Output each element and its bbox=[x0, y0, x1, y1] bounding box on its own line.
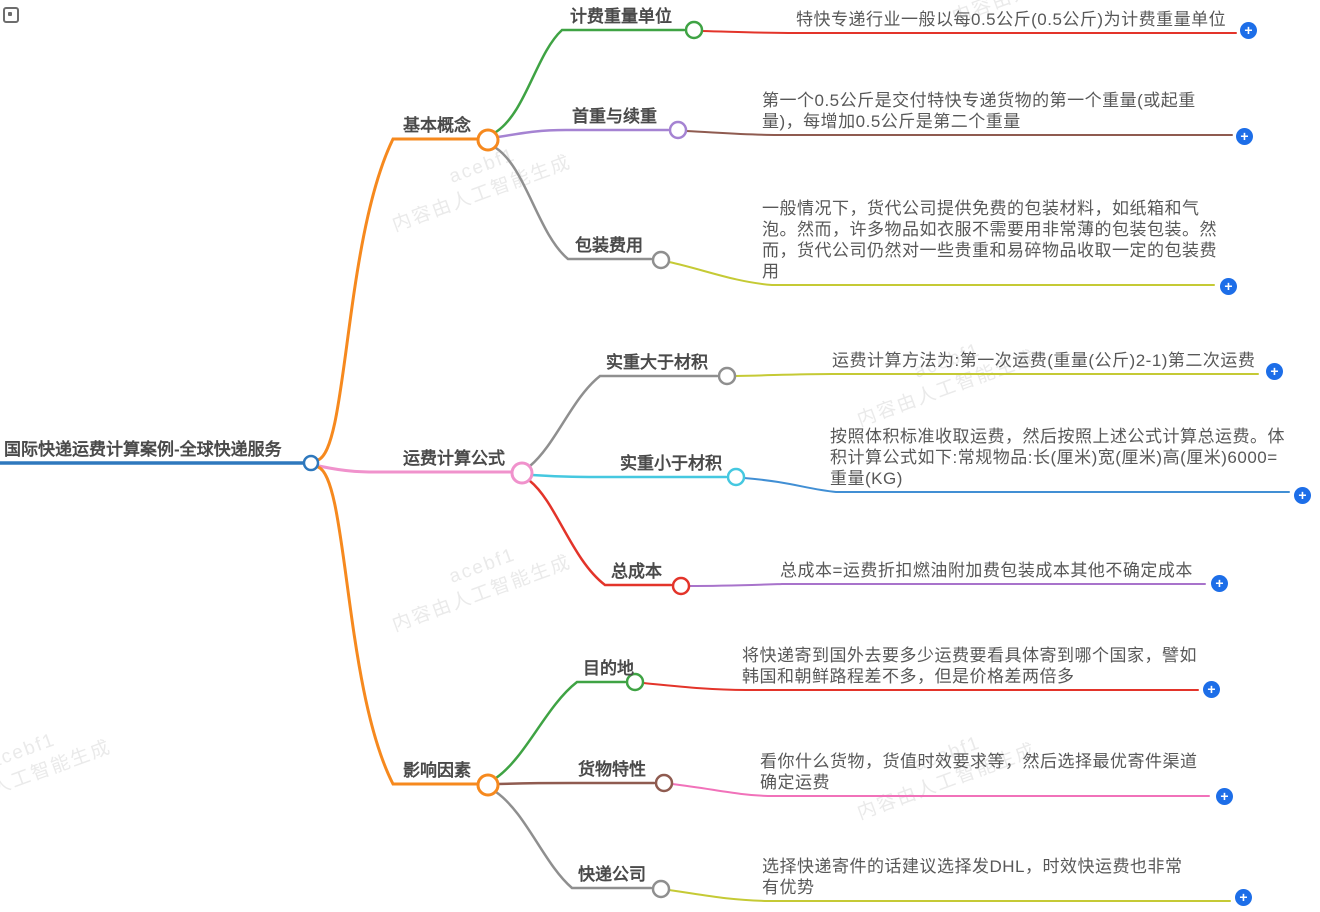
leaf-destination-text[interactable]: 将快递寄到国外去要多少运费要看具体寄到哪个国家，譬如韩国和朝鲜路程差不多，但是价… bbox=[742, 646, 1197, 686]
leaf-line-packaging-fee bbox=[668, 261, 1215, 286]
subtopic-actual-gt-volume[interactable]: 实重大于材积 bbox=[606, 353, 708, 372]
leaf-line-courier-company bbox=[668, 889, 1231, 902]
root-node-handle[interactable] bbox=[302, 454, 320, 472]
branch-packaging-fee bbox=[494, 146, 653, 261]
add-node-button[interactable]: + bbox=[1236, 128, 1253, 145]
branch-factors bbox=[316, 465, 479, 786]
node-handle-first-additional-weight[interactable] bbox=[668, 120, 688, 140]
leaf-total-cost-text[interactable]: 总成本=运费折扣燃油附加费包装成本其他不确定成本 bbox=[780, 561, 1193, 580]
leaf-line-destination bbox=[642, 682, 1199, 691]
node-handle-basic-concepts[interactable] bbox=[476, 128, 500, 152]
branch-courier-company bbox=[494, 790, 653, 890]
leaf-line-total-cost bbox=[688, 583, 1206, 587]
node-handle-billing-weight-unit[interactable] bbox=[684, 20, 704, 40]
node-handle-courier-company[interactable] bbox=[651, 879, 671, 899]
topic-formula[interactable]: 运费计算公式 bbox=[403, 449, 505, 468]
node-handle-formula[interactable] bbox=[510, 461, 534, 485]
branch-formula bbox=[317, 464, 513, 474]
subtopic-first-additional-weight[interactable]: 首重与续重 bbox=[572, 107, 657, 126]
leaf-packaging-fee-text[interactable]: 一般情况下，货代公司提供免费的包装材料，如纸箱和气泡。然而，许多物品如衣服不需要… bbox=[762, 199, 1217, 281]
leaf-actual-lt-volume-text[interactable]: 按照体积标准收取运费，然后按照上述公式计算总运费。体积计算公式如下:常规物品:长… bbox=[830, 427, 1285, 488]
add-node-button[interactable]: + bbox=[1240, 22, 1257, 39]
leaf-line-first-additional-weight bbox=[685, 130, 1233, 136]
add-node-button[interactable]: + bbox=[1203, 681, 1220, 698]
node-handle-packaging-fee[interactable] bbox=[651, 250, 671, 270]
add-node-button[interactable]: + bbox=[1294, 487, 1311, 504]
branch-total-cost bbox=[528, 479, 673, 587]
branch-destination bbox=[494, 680, 627, 780]
add-node-button[interactable]: + bbox=[1266, 363, 1283, 380]
topic-basic-concepts[interactable]: 基本概念 bbox=[403, 116, 471, 135]
node-handle-cargo-characteristics[interactable] bbox=[654, 773, 674, 793]
node-handle-actual-gt-volume[interactable] bbox=[717, 366, 737, 386]
add-node-button[interactable]: + bbox=[1216, 788, 1233, 805]
root-node-label[interactable]: 国际快递运费计算案例-全球快递服务 bbox=[4, 440, 282, 459]
branch-actual-lt-volume bbox=[530, 473, 728, 479]
subtopic-total-cost[interactable]: 总成本 bbox=[611, 562, 662, 581]
add-node-button[interactable]: + bbox=[1211, 575, 1228, 592]
branch-actual-gt-volume bbox=[528, 374, 719, 468]
leaf-billing-weight-unit-text[interactable]: 特快专递行业一般以每0.5公斤(0.5公斤)为计费重量单位 bbox=[796, 10, 1227, 29]
subtopic-billing-weight-unit[interactable]: 计费重量单位 bbox=[570, 7, 672, 26]
leaf-first-additional-weight-text[interactable]: 第一个0.5公斤是交付特快专递货物的第一个重量(或起重量)，每增加0.5公斤是第… bbox=[762, 91, 1196, 131]
node-handle-factors[interactable] bbox=[476, 773, 500, 797]
add-node-button[interactable]: + bbox=[1235, 889, 1252, 906]
leaf-line-billing-weight-unit bbox=[701, 30, 1237, 34]
leaf-line-actual-gt-volume bbox=[734, 373, 1259, 377]
leaf-courier-company-text[interactable]: 选择快递寄件的话建议选择发DHL，时效快运费也非常有优势 bbox=[762, 857, 1183, 897]
subtopic-destination[interactable]: 目的地 bbox=[583, 659, 634, 678]
branch-basic-concepts bbox=[316, 137, 479, 462]
subtopic-courier-company[interactable]: 快递公司 bbox=[578, 865, 646, 884]
image-placeholder-icon bbox=[3, 7, 19, 23]
node-handle-total-cost[interactable] bbox=[671, 576, 691, 596]
add-node-button[interactable]: + bbox=[1220, 278, 1237, 295]
leaf-line-cargo-characteristics bbox=[671, 783, 1210, 797]
subtopic-cargo-characteristics[interactable]: 货物特性 bbox=[578, 760, 646, 779]
leaf-line-actual-lt-volume bbox=[743, 477, 1290, 493]
branch-billing-weight-unit bbox=[494, 28, 686, 134]
leaf-cargo-characteristics-text[interactable]: 看你什么货物，货值时效要求等，然后选择最优寄件渠道确定运费 bbox=[760, 752, 1198, 792]
branch-first-additional-weight bbox=[496, 128, 670, 139]
branch-cargo-characteristics bbox=[496, 781, 656, 786]
node-handle-actual-lt-volume[interactable] bbox=[726, 467, 746, 487]
subtopic-packaging-fee[interactable]: 包装费用 bbox=[575, 236, 643, 255]
leaf-actual-gt-volume-text[interactable]: 运费计算方法为:第一次运费(重量(公斤)2-1)第二次运费 bbox=[832, 351, 1256, 370]
node-handle-destination[interactable] bbox=[625, 672, 645, 692]
subtopic-actual-lt-volume[interactable]: 实重小于材积 bbox=[620, 454, 722, 473]
topic-factors[interactable]: 影响因素 bbox=[403, 761, 471, 780]
